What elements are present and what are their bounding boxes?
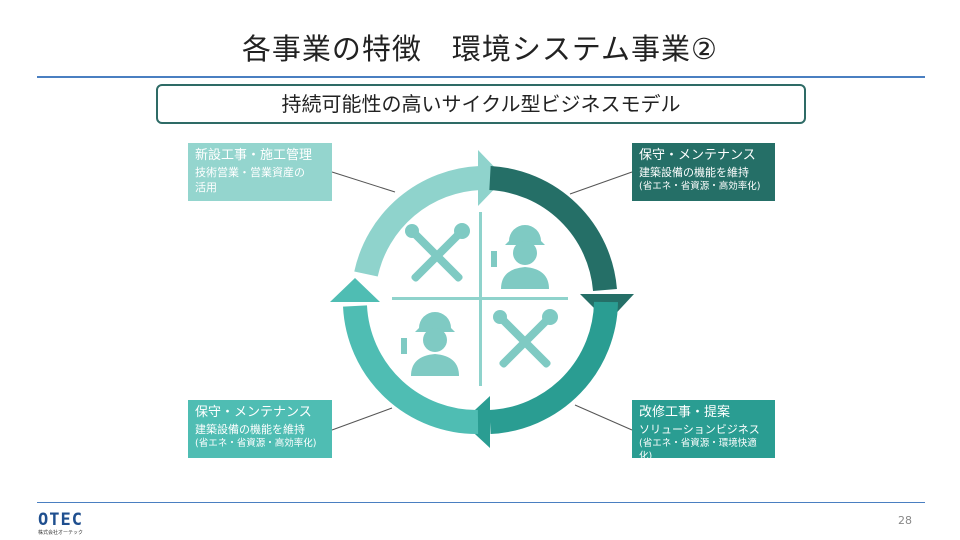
box-line: 活用 (195, 181, 217, 194)
box-line: ソリューションビジネス (639, 423, 760, 436)
worker-icon (401, 312, 459, 376)
box-line: (省エネ・省資源・環境快適化) (639, 438, 757, 462)
box-heading: 保守・メンテナンス (195, 405, 312, 420)
page-number: 28 (898, 514, 912, 527)
box-line: 建築設備の機能を維持 (195, 423, 305, 436)
title-divider (37, 76, 925, 78)
company-logo: OTEC (38, 510, 83, 530)
box-line: 技術営業・営業資産の (195, 166, 305, 179)
connector-bottom-left (331, 407, 393, 431)
box-maintenance-top: 保守・メンテナンス 建築設備の機能を維持 (省エネ・省資源・高効率化) (632, 143, 775, 201)
box-line: 建築設備の機能を維持 (639, 166, 749, 179)
connector-top-right (569, 171, 633, 195)
box-heading: 改修工事・提案 (639, 405, 731, 420)
company-logo-sub: 株式会社オーテック (38, 530, 84, 536)
subtitle-box: 持続可能性の高いサイクル型ビジネスモデル (156, 84, 806, 124)
arc-top-right (489, 166, 617, 292)
connector-top-left (331, 171, 396, 193)
box-line: (省エネ・省資源・高効率化) (639, 181, 761, 192)
box-maintenance-bottom: 保守・メンテナンス 建築設備の機能を維持 (省エネ・省資源・高効率化) (188, 400, 332, 458)
footer-divider (37, 502, 925, 503)
box-renovation: 改修工事・提案 ソリューションビジネス (省エネ・省資源・環境快適化) (632, 400, 775, 462)
box-heading: 保守・メンテナンス (639, 148, 756, 163)
tools-icon (493, 309, 558, 368)
box-line: (省エネ・省資源・高効率化) (195, 438, 317, 449)
page-title: 各事業の特徴 環境システム事業② (241, 32, 719, 66)
arc-bottom-left (343, 305, 479, 435)
arc-bottom-right (489, 301, 618, 434)
tools-icon (405, 223, 470, 282)
worker-icon (491, 225, 549, 289)
connector-bottom-right (574, 404, 633, 431)
arc-top-left (354, 166, 481, 277)
cross-vertical (479, 212, 482, 386)
box-heading: 新設工事・施工管理 (195, 148, 313, 163)
box-new-construction: 新設工事・施工管理 技術営業・営業資産の 活用 (188, 143, 332, 201)
arrow-head-left (330, 278, 380, 302)
